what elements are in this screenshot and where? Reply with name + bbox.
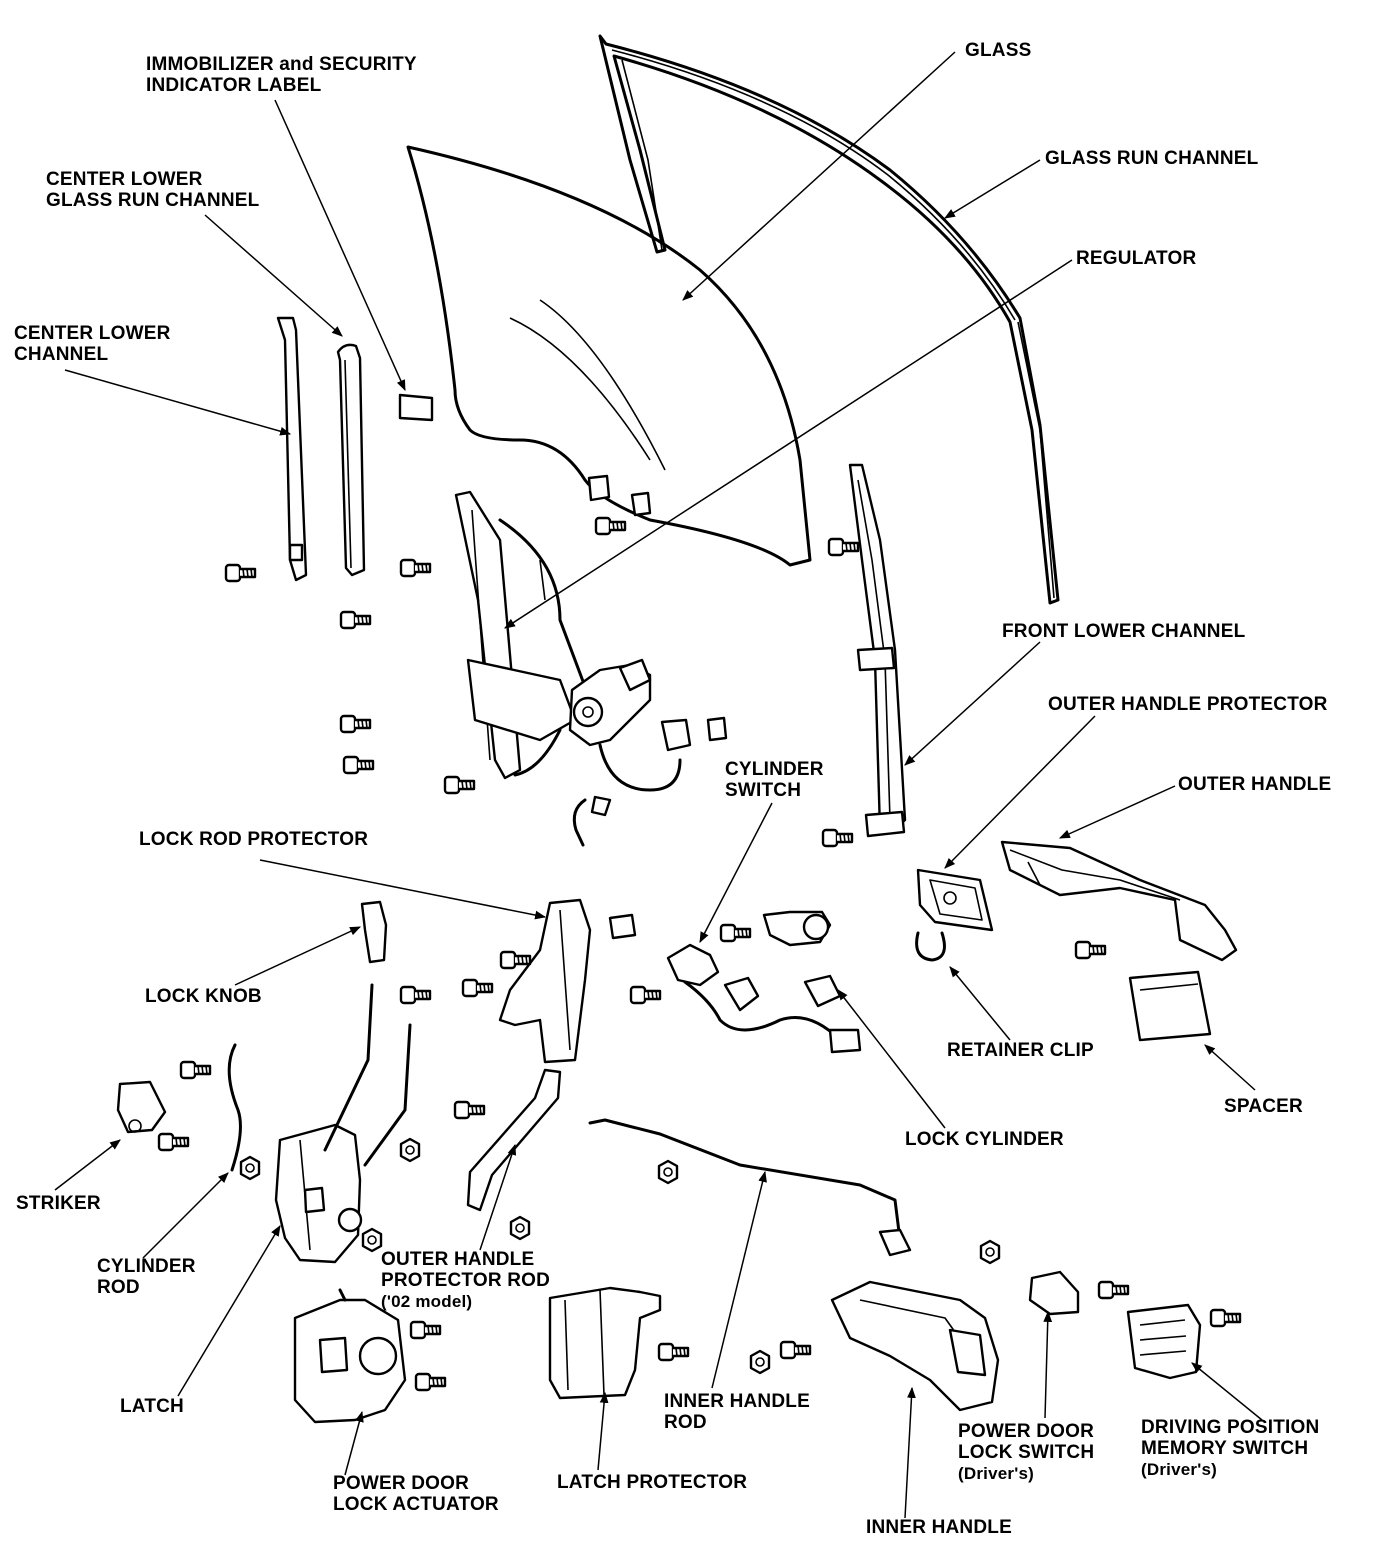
center-lower-channel-part xyxy=(276,316,308,582)
cylinder-switch-part xyxy=(666,943,862,1054)
inner-handle-part xyxy=(830,1280,1000,1412)
label-outer-handle: OUTER HANDLE xyxy=(1178,774,1332,795)
lock-rod-protector-part xyxy=(498,898,637,1064)
driving-position-memory-switch-part xyxy=(1126,1303,1202,1380)
glass-part xyxy=(398,145,812,567)
latch-protector-part xyxy=(548,1286,662,1400)
front-lower-channel-part xyxy=(848,463,907,838)
label-front-lower-channel: FRONT LOWER CHANNEL xyxy=(1002,621,1246,642)
label-latch-protector: LATCH PROTECTOR xyxy=(557,1472,748,1493)
label-retainer-clip: RETAINER CLIP xyxy=(947,1040,1094,1061)
label-inner-handle: INNER HANDLE xyxy=(866,1517,1012,1538)
label-glass-run-channel: GLASS RUN CHANNEL xyxy=(1045,148,1259,169)
outer-handle-part xyxy=(1000,840,1238,962)
lock-knob-part xyxy=(360,900,388,964)
power-door-lock-actuator-part xyxy=(293,1288,407,1424)
label-latch: LATCH xyxy=(120,1396,184,1417)
label-spacer: SPACER xyxy=(1224,1096,1303,1117)
regulator-part xyxy=(454,474,728,847)
label-striker: STRIKER xyxy=(16,1193,101,1214)
label-lock-knob: LOCK KNOB xyxy=(145,986,262,1007)
retainer-clip-part xyxy=(915,931,946,962)
label-lock-cylinder: LOCK CYLINDER xyxy=(905,1129,1064,1150)
striker-part xyxy=(116,1080,167,1134)
label-regulator: REGULATOR xyxy=(1076,248,1197,269)
center-lower-glass-run-channel-part xyxy=(336,343,366,577)
outer-handle-protector-part xyxy=(916,868,994,932)
latch-part xyxy=(227,983,412,1264)
label-glass: GLASS xyxy=(965,40,1032,61)
power-door-lock-switch-part xyxy=(1028,1270,1080,1316)
spacer-part xyxy=(1128,970,1212,1042)
inner-handle-rod-part xyxy=(588,1118,912,1257)
label-outer-handle-protector: OUTER HANDLE PROTECTOR xyxy=(1048,694,1328,715)
outer-handle-protector-rod-part xyxy=(466,1068,562,1212)
lock-cylinder-part xyxy=(723,910,842,1012)
glass-run-channel-part xyxy=(598,34,1060,605)
leader-lines xyxy=(54,51,1263,1519)
label-lock-rod-protector: LOCK ROD PROTECTOR xyxy=(139,829,369,850)
